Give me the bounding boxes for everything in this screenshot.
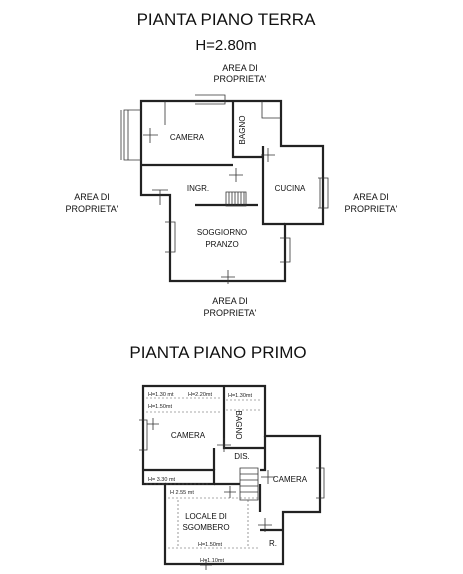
area-bottom-line1: AREA DI [212, 296, 248, 306]
room-disimpegno: DIS. [234, 452, 250, 461]
area-right-line2: PROPRIETA' [344, 204, 397, 214]
height-label-3: H=1.30mt [228, 393, 252, 399]
height-label-6: H 2.55 mt [170, 490, 194, 496]
area-right-line1: AREA DI [353, 192, 389, 202]
ground-floor-title: PIANTA PIANO TERRA [137, 10, 317, 29]
height-label-1: H=1.30 mt [148, 392, 174, 398]
room-ripostiglio: R. [269, 539, 277, 548]
area-left-line2: PROPRIETA' [65, 204, 118, 214]
room-camera-2: CAMERA [273, 475, 308, 484]
room-locale-line1: LOCALE DI [185, 512, 227, 521]
room-bagno: BAGNO [238, 116, 247, 145]
room-soggiorno: SOGGIORNO [197, 228, 247, 237]
height-label-8: H=1.10mt [200, 558, 224, 564]
ground-floor-height: H=2.80m [195, 37, 256, 54]
area-top-line2: PROPRIETA' [213, 74, 266, 84]
height-label-4: H=1.50mt [148, 404, 172, 410]
room-locale-line2: SGOMBERO [182, 523, 229, 532]
room-ingresso: INGR. [187, 184, 209, 193]
first-floor-plan: PIANTA PIANO PRIMO H=1.30 mt H=2.20mt H=… [129, 343, 325, 570]
area-top-line1: AREA DI [222, 63, 258, 73]
height-label-5: H= 3.30 mt [148, 477, 176, 483]
first-floor-title: PIANTA PIANO PRIMO [129, 343, 306, 362]
room-camera-1: CAMERA [171, 431, 206, 440]
height-label-2: H=2.20mt [188, 392, 212, 398]
area-bottom-line2: PROPRIETA' [203, 308, 256, 318]
room-pranzo: PRANZO [205, 240, 238, 249]
room-camera: CAMERA [170, 133, 205, 142]
area-left-line1: AREA DI [74, 192, 110, 202]
first-floor-walls [141, 384, 322, 566]
room-cucina: CUCINA [275, 184, 306, 193]
room-bagno-first: BAGNO [234, 411, 243, 440]
stairs-symbol [225, 191, 247, 207]
ground-floor-plan: PIANTA PIANO TERRA H=2.80m AREA DI PROPR… [65, 10, 397, 318]
height-label-7: H=1.50mt [198, 542, 222, 548]
